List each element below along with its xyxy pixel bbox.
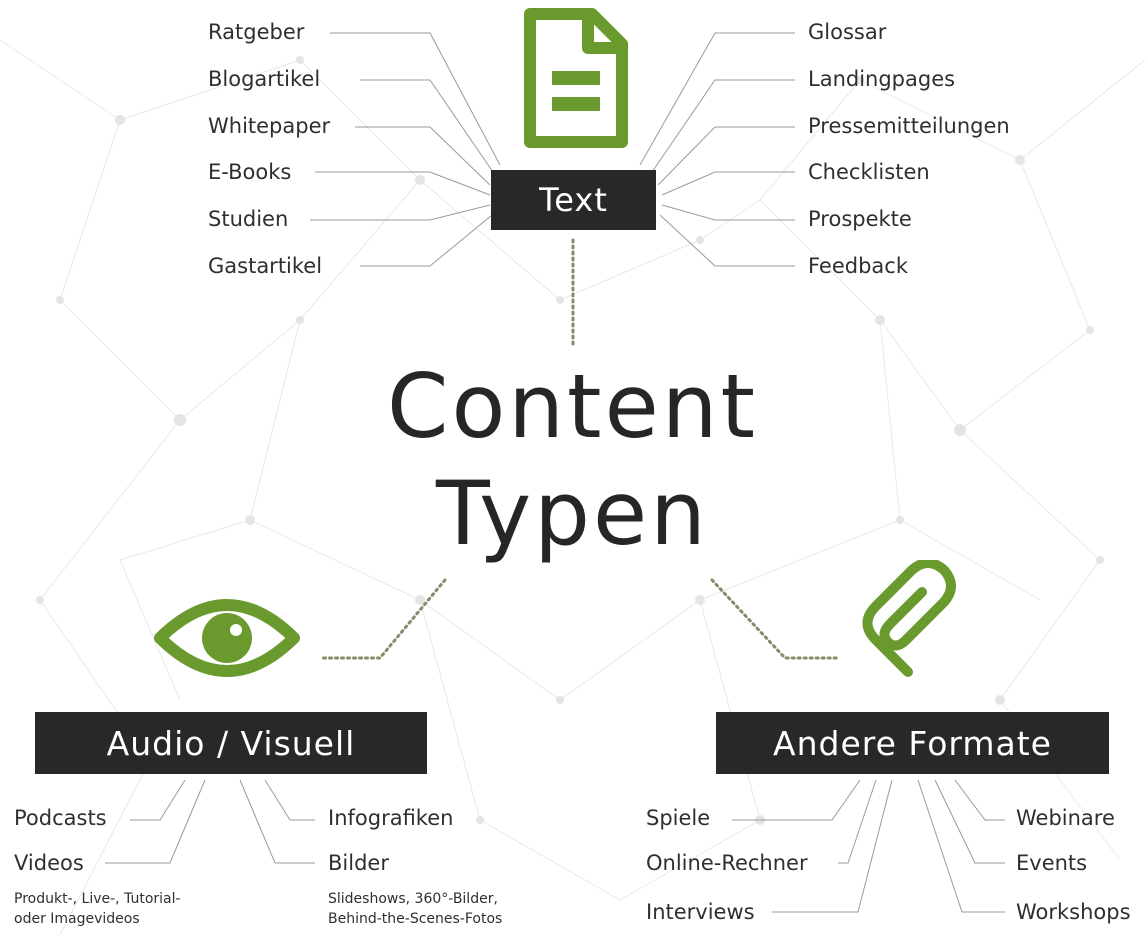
paperclip-icon <box>862 560 956 677</box>
audio-item-videos: Videos <box>14 851 84 875</box>
text-item-ebooks: E-Books <box>208 160 292 184</box>
text-item-landingpages: Landingpages <box>808 67 956 91</box>
text-item-gastartikel: Gastartikel <box>208 254 323 278</box>
audio-visuell-badge-label: Audio / Visuell <box>106 723 356 763</box>
videos-note-line-1: Produkt-, Live-, Tutorial- <box>14 891 181 907</box>
bilder-note-line-1: Slideshows, 360°-Bilder, <box>328 891 498 907</box>
eye-icon <box>154 599 300 677</box>
text-badge: Text <box>491 170 656 230</box>
audio-item-infografiken: Infografiken <box>328 806 454 830</box>
text-badge-label: Text <box>539 181 608 219</box>
text-item-glossar: Glossar <box>808 20 887 44</box>
other-item-online-rechner: Online-Rechner <box>646 851 808 875</box>
document-icon <box>524 8 628 148</box>
other-item-workshops: Workshops <box>1016 900 1131 924</box>
videos-note-line-2: oder Imagevideos <box>14 911 140 927</box>
audio-item-podcasts: Podcasts <box>14 806 107 830</box>
andere-formate-badge-label: Andere Formate <box>773 723 1052 763</box>
text-item-pressemitteilungen: Pressemitteilungen <box>808 114 1010 138</box>
text-item-checklisten: Checklisten <box>808 160 930 184</box>
text-item-studien: Studien <box>208 207 289 231</box>
audio-item-bilder: Bilder <box>328 851 389 875</box>
text-item-whitepaper: Whitepaper <box>208 114 331 138</box>
title-line-2: Typen <box>436 462 709 565</box>
text-item-blogartikel: Blogartikel <box>208 67 321 91</box>
bilder-note-line-2: Behind-the-Scenes-Fotos <box>328 911 503 927</box>
text-item-feedback: Feedback <box>808 254 909 278</box>
andere-formate-badge: Andere Formate <box>716 712 1109 774</box>
other-item-webinare: Webinare <box>1016 806 1115 830</box>
audio-visuell-badge: Audio / Visuell <box>35 712 427 774</box>
other-item-events: Events <box>1016 851 1088 875</box>
other-item-spiele: Spiele <box>646 806 711 830</box>
other-item-interviews: Interviews <box>646 900 755 924</box>
text-item-prospekte: Prospekte <box>808 207 912 231</box>
text-item-ratgeber: Ratgeber <box>208 20 305 44</box>
title-line-1: Content <box>387 355 758 458</box>
